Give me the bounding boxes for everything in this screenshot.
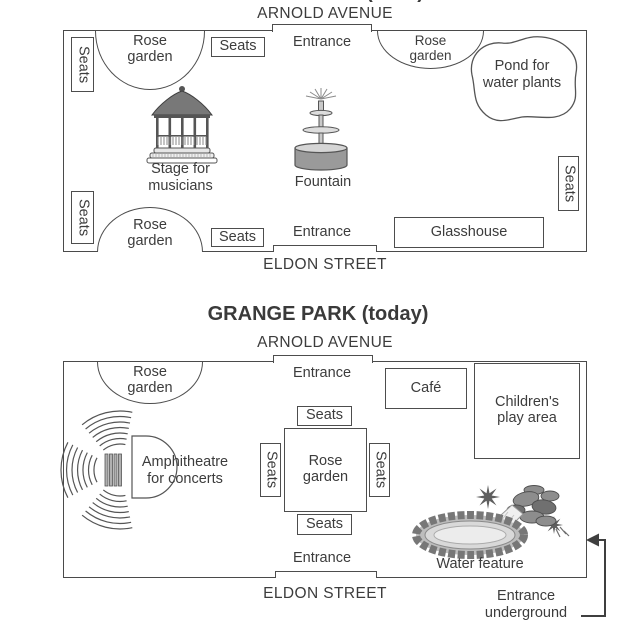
rock-pool-icon [412,485,570,559]
entrance-gate-bottom-1920 [273,245,377,252]
seats-box-nw-top: Seats [71,37,94,92]
entrance-label-top-1920: Entrance [292,34,352,50]
seats-box-west-today: Seats [260,443,281,497]
seats-box-east-today: Seats [369,443,390,497]
street-label-eldon-street-today: ELDON STREET [263,585,387,602]
pond-outline [470,36,578,122]
water-feature-label: Water feature [436,556,524,572]
seats-box-top-1920: Seats [211,37,265,57]
fountain-icon [294,88,348,171]
stage-label: Stage for musicians [148,161,213,194]
seats-box-sw: Seats [71,191,94,244]
pond-label: Pond for water plants [482,58,562,91]
seats-box-north-today: Seats [297,406,352,426]
entrance-label-bottom-today: Entrance [292,550,352,566]
cafe-box: Café [385,368,467,409]
bandstand-icon [146,86,218,164]
amphitheatre-icon [60,410,178,530]
street-label-arnold-avenue-today: ARNOLD AVENUE [257,334,393,351]
entrance-gate-top-today [273,355,373,363]
fountain-label: Fountain [294,174,352,190]
map-1920-title-clipped: GRANGE PARK (1920) [0,0,636,4]
seats-box-south-today: Seats [297,514,352,535]
entrance-underground-label: Entrance underground [484,588,568,620]
arrow-left-icon [581,533,606,617]
entrance-label-bottom-1920: Entrance [292,224,352,240]
seats-box-east-1920: Seats [558,156,579,211]
childrens-play-area-box: Children's play area [474,363,580,459]
street-label-arnold-avenue-1920: ARNOLD AVENUE [257,5,393,22]
glasshouse-box: Glasshouse [394,217,544,248]
street-label-eldon-street-1920: ELDON STREET [263,256,387,273]
map-today-title: GRANGE PARK (today) [207,303,429,325]
rose-garden-box-center: Rose garden [284,428,367,512]
entrance-label-top-today: Entrance [292,365,352,381]
entrance-gate-top-1920 [272,24,372,32]
amphitheatre-label: Amphitheatre for concerts [141,454,229,487]
entrance-gate-bottom-today [275,571,377,578]
seats-box-bottom-1920: Seats [211,228,264,247]
